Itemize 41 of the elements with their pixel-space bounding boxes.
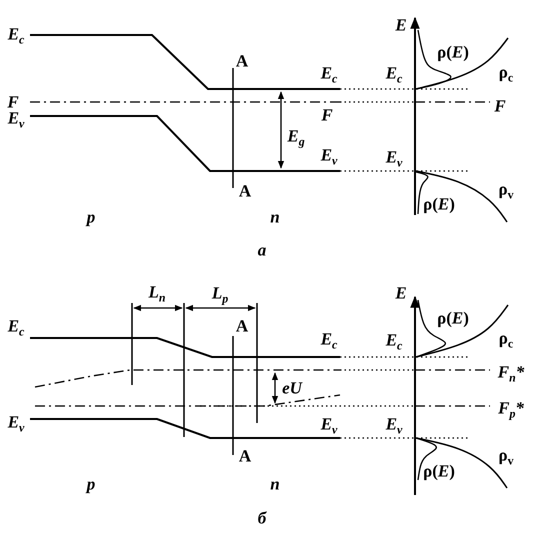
symbol-label: F bbox=[321, 106, 333, 124]
section-label: A bbox=[238, 448, 252, 464]
symbol-label: eU bbox=[282, 380, 302, 396]
symbol-label: F bbox=[494, 98, 506, 114]
section-label: A bbox=[236, 318, 248, 334]
symbol-label: E$_{c}$ bbox=[386, 331, 402, 353]
symbol-label: E$_{v}$ bbox=[386, 415, 402, 437]
symbol-label: F$_{n}$* bbox=[498, 363, 524, 385]
region-label: n bbox=[270, 476, 280, 492]
panel-label: a bbox=[258, 242, 266, 258]
section-label: A bbox=[236, 52, 248, 70]
symbol-label: L$_{p}$ bbox=[212, 284, 228, 306]
symbol-label: F$_{p}$* bbox=[498, 399, 524, 421]
symbol-label: F bbox=[7, 94, 19, 110]
symbol-label: E$_{c}$ bbox=[386, 64, 402, 86]
region-label: p bbox=[86, 208, 96, 226]
symbol-label: E$_{v}$ bbox=[320, 146, 338, 168]
symbol-label: ρ$_{c}$ bbox=[498, 329, 514, 351]
symbol-label: E$_{g}$ bbox=[287, 127, 305, 149]
symbol-label: L$_{n}$ bbox=[148, 283, 166, 305]
symbol-label: ρ(E) bbox=[423, 196, 455, 212]
symbol-label: E$_{v}$ bbox=[320, 415, 338, 437]
symbol-label: ρ(E) bbox=[437, 310, 469, 326]
symbol-label: E$_{c}$ bbox=[8, 25, 24, 47]
symbol-label: ρ$_{v}$ bbox=[498, 180, 514, 202]
symbol-label: ρ(E) bbox=[437, 44, 469, 60]
symbol-label: E$_{c}$ bbox=[320, 64, 338, 86]
symbol-label: ρ$_{v}$ bbox=[498, 446, 514, 468]
axis-label: E bbox=[395, 284, 407, 302]
symbol-label: E$_{v}$ bbox=[8, 413, 24, 435]
axis-label: E bbox=[395, 16, 407, 34]
symbol-label: ρ$_{c}$ bbox=[498, 63, 514, 85]
symbol-label: ρ(E) bbox=[423, 462, 455, 480]
panel-label: б bbox=[258, 510, 266, 526]
region-label: p bbox=[86, 476, 96, 492]
symbol-label: E$_{v}$ bbox=[386, 148, 402, 170]
symbol-label: E$_{c}$ bbox=[320, 330, 338, 352]
symbol-label: E$_{v}$ bbox=[8, 109, 24, 131]
region-label: n bbox=[270, 208, 280, 226]
symbol-label: E$_{c}$ bbox=[8, 317, 24, 339]
section-label: A bbox=[238, 182, 252, 200]
